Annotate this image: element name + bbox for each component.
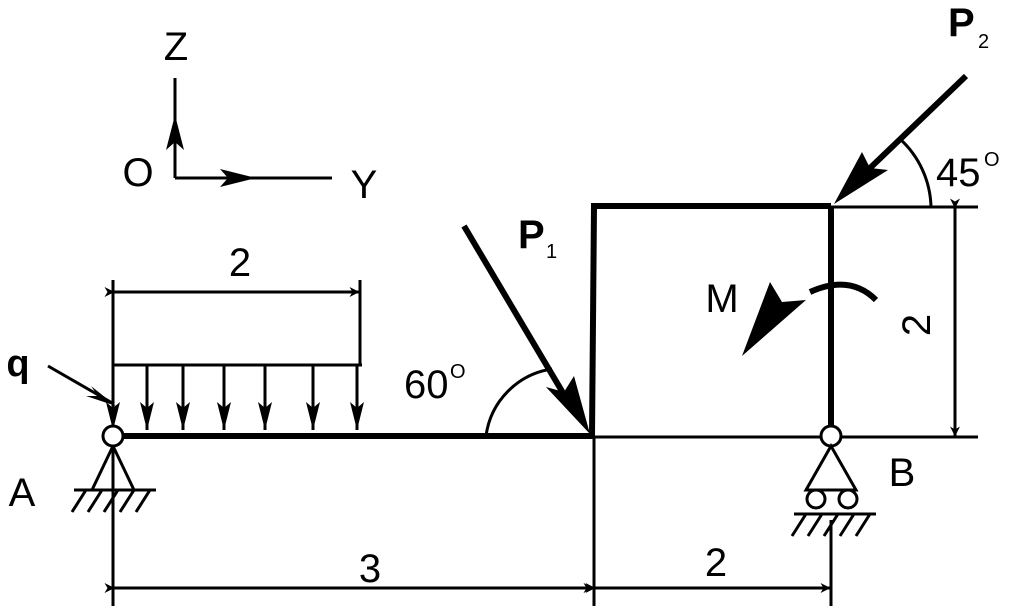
p2-label: P (948, 1, 975, 45)
q-leader-arrow (86, 386, 116, 406)
p1-label: P (518, 213, 545, 257)
p2-angle-value: 45 (936, 151, 981, 195)
structure (124, 203, 978, 439)
moment-m: M (705, 277, 879, 356)
force-p2: P 2 45 O (831, 1, 1000, 209)
p2-subscript: 2 (978, 31, 989, 53)
p2-line (865, 73, 969, 173)
roller-left (805, 488, 827, 510)
p1-angle-value: 60 (404, 363, 449, 407)
q-label: q (6, 343, 29, 385)
moment-arrowhead (742, 282, 806, 356)
y-axis-arrow (220, 169, 256, 187)
z-axis-label: Z (164, 25, 188, 69)
z-axis-arrow (166, 115, 184, 150)
distributed-load: q (6, 343, 364, 430)
pin-support-a: A (9, 424, 156, 515)
roller-right (837, 488, 859, 510)
moment-label: M (705, 277, 738, 321)
p1-angle-unit: O (450, 361, 466, 383)
p1-subscript: 1 (546, 241, 557, 263)
frame-left-top (589, 203, 831, 437)
p1-arrowhead (546, 376, 590, 434)
moment-arc (808, 281, 879, 303)
p1-angle-arc (484, 367, 553, 437)
force-p1: P 1 60 O (404, 213, 590, 437)
coordinate-axes: Z O Y (122, 25, 377, 207)
p2-angle-unit: O (984, 149, 1000, 171)
dimension-distributed: 2 (104, 241, 362, 365)
support-a-label: A (9, 471, 36, 515)
dimension-height: 2 (895, 198, 960, 437)
pin-a (101, 424, 125, 448)
dim-a-to-corner-label: 3 (359, 547, 381, 591)
p2-arrowhead (834, 152, 888, 204)
roller-support-b: B (790, 424, 916, 537)
dim-corner-to-b-label: 2 (705, 541, 727, 585)
dim-distributed-label: 2 (229, 241, 251, 285)
support-b-label: B (889, 451, 916, 495)
y-axis-label: Y (351, 163, 378, 207)
p2-angle-arc (898, 137, 933, 208)
origin-label: O (122, 151, 153, 195)
dim-height-label: 2 (895, 314, 939, 336)
dimension-bottom: 3 2 (104, 436, 833, 606)
ground-hatch-a (70, 489, 152, 513)
